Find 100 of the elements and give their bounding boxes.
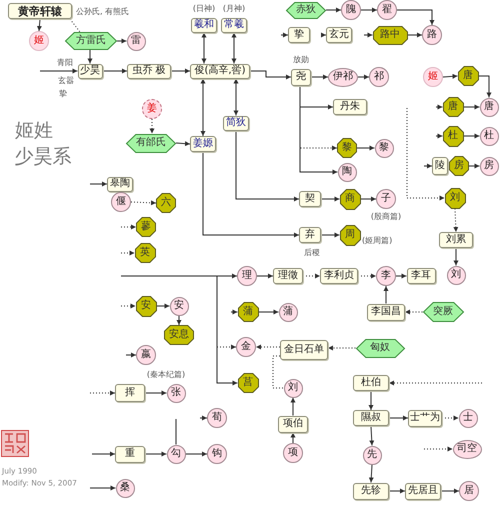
dotted-arrow xyxy=(424,446,453,452)
arrow xyxy=(388,488,406,494)
dotted-arrow xyxy=(328,346,356,350)
arrow xyxy=(185,452,208,456)
note-text: 玄嚣 xyxy=(58,77,74,85)
name-box: 虫乔 极 xyxy=(127,64,171,78)
dotted-line xyxy=(70,18,80,32)
arrow xyxy=(40,68,78,74)
arrow xyxy=(250,70,292,80)
name-octagon: 刘 xyxy=(444,188,466,208)
name-box: 挥 xyxy=(115,384,145,402)
arrow xyxy=(156,304,170,308)
note-text: (日神) xyxy=(192,5,216,13)
name-octagon: 商 xyxy=(340,188,360,210)
name-box: 李耳 xyxy=(406,268,436,284)
name-circle: 荀 xyxy=(207,408,227,428)
arrow xyxy=(280,32,288,38)
arrow xyxy=(360,196,376,202)
arrow xyxy=(358,74,370,80)
heading-text: 少昊系 xyxy=(14,148,72,166)
name-circle: 翟 xyxy=(377,0,397,20)
name-box: 重 xyxy=(115,446,145,462)
name-hexagon: 匈奴 xyxy=(356,338,404,358)
arrow xyxy=(468,164,480,168)
name-box: 先居且 xyxy=(405,482,441,500)
name-box: 士艹为 xyxy=(408,410,442,426)
arrow xyxy=(368,390,374,410)
name-circle: 陶 xyxy=(338,162,356,182)
name-circle: 勾 xyxy=(166,444,186,464)
name-box: 金日石单 xyxy=(280,340,328,360)
dotted-arrow xyxy=(150,118,154,134)
arrow xyxy=(230,310,238,314)
arrow xyxy=(384,286,388,304)
name-octagon: 路中 xyxy=(372,26,408,44)
name-circle: 先 xyxy=(362,446,382,464)
heading-text: 姬姓 xyxy=(15,122,53,140)
name-hexagon: 有邰氏 xyxy=(126,134,176,152)
name-box: 杜伯 xyxy=(353,375,389,391)
arrow xyxy=(436,104,443,110)
arrow xyxy=(170,68,190,74)
name-hexagon: 突厥 xyxy=(422,302,464,322)
arrow xyxy=(120,274,238,278)
arrow xyxy=(310,74,328,80)
arrow xyxy=(369,426,374,446)
name-box: 玄元 xyxy=(326,27,352,43)
note-text: (月神) xyxy=(222,5,246,13)
dotted-arrow xyxy=(130,200,156,206)
arrow xyxy=(116,38,127,44)
name-text: 周 xyxy=(345,230,355,240)
name-box: 皋陶 xyxy=(107,176,133,192)
dotted-arrow xyxy=(90,390,116,396)
name-octagon: 房 xyxy=(449,156,469,176)
name-box: 契 xyxy=(299,191,321,207)
name-circle: 司空 xyxy=(452,440,482,458)
name-circle: 伊祁 xyxy=(328,68,358,86)
dotted-arrow xyxy=(453,208,458,232)
arrow xyxy=(290,432,296,444)
name-circle: 理 xyxy=(237,266,257,286)
name-text: 子 xyxy=(381,194,391,204)
arrow xyxy=(368,464,374,483)
arrow xyxy=(478,76,492,98)
name-circle: 金 xyxy=(236,337,256,357)
note-text: 后稷 xyxy=(304,249,320,257)
name-text: 嬴 xyxy=(141,350,151,360)
arrow xyxy=(258,310,279,314)
name-octagon: 英 xyxy=(134,243,156,263)
name-hexagon: 赤狄 xyxy=(286,2,326,18)
arrow xyxy=(234,78,238,116)
name-circle: 蒲 xyxy=(278,302,298,322)
arrow xyxy=(176,315,182,326)
arrow xyxy=(364,32,373,38)
surname-circle: 姬 xyxy=(29,31,49,51)
name-text: 羲和 xyxy=(194,20,214,30)
note-text: (秦本纪篇) xyxy=(146,371,186,379)
note-text: 放勋 xyxy=(293,56,309,64)
arrow xyxy=(388,416,408,420)
arrow xyxy=(236,130,300,202)
name-hexagon: 方雷氏 xyxy=(65,32,117,50)
arrow xyxy=(320,32,326,38)
dotted-arrow xyxy=(256,344,280,350)
name-box: 简狄 xyxy=(223,116,249,130)
arrow xyxy=(200,416,208,420)
name-circle: 张 xyxy=(166,384,186,402)
name-text: 黄帝轩辕 xyxy=(18,6,62,16)
name-box: 先轸 xyxy=(353,482,389,500)
dotted-arrow xyxy=(120,250,135,256)
name-circle: 祁 xyxy=(369,67,389,87)
note-text: 青阳 xyxy=(57,59,73,67)
name-circle: 路 xyxy=(422,25,442,45)
arrow xyxy=(300,85,338,174)
arrow xyxy=(176,141,190,146)
name-octagon: 杜 xyxy=(442,126,464,146)
arrow xyxy=(396,10,434,26)
arrow xyxy=(463,134,480,138)
name-circle: 杜 xyxy=(480,126,498,146)
name-octagon: 唐 xyxy=(442,97,464,117)
name-circle: 李 xyxy=(376,266,396,286)
arrow xyxy=(200,78,206,136)
arrow xyxy=(92,452,116,456)
name-circle: 安 xyxy=(170,296,188,316)
